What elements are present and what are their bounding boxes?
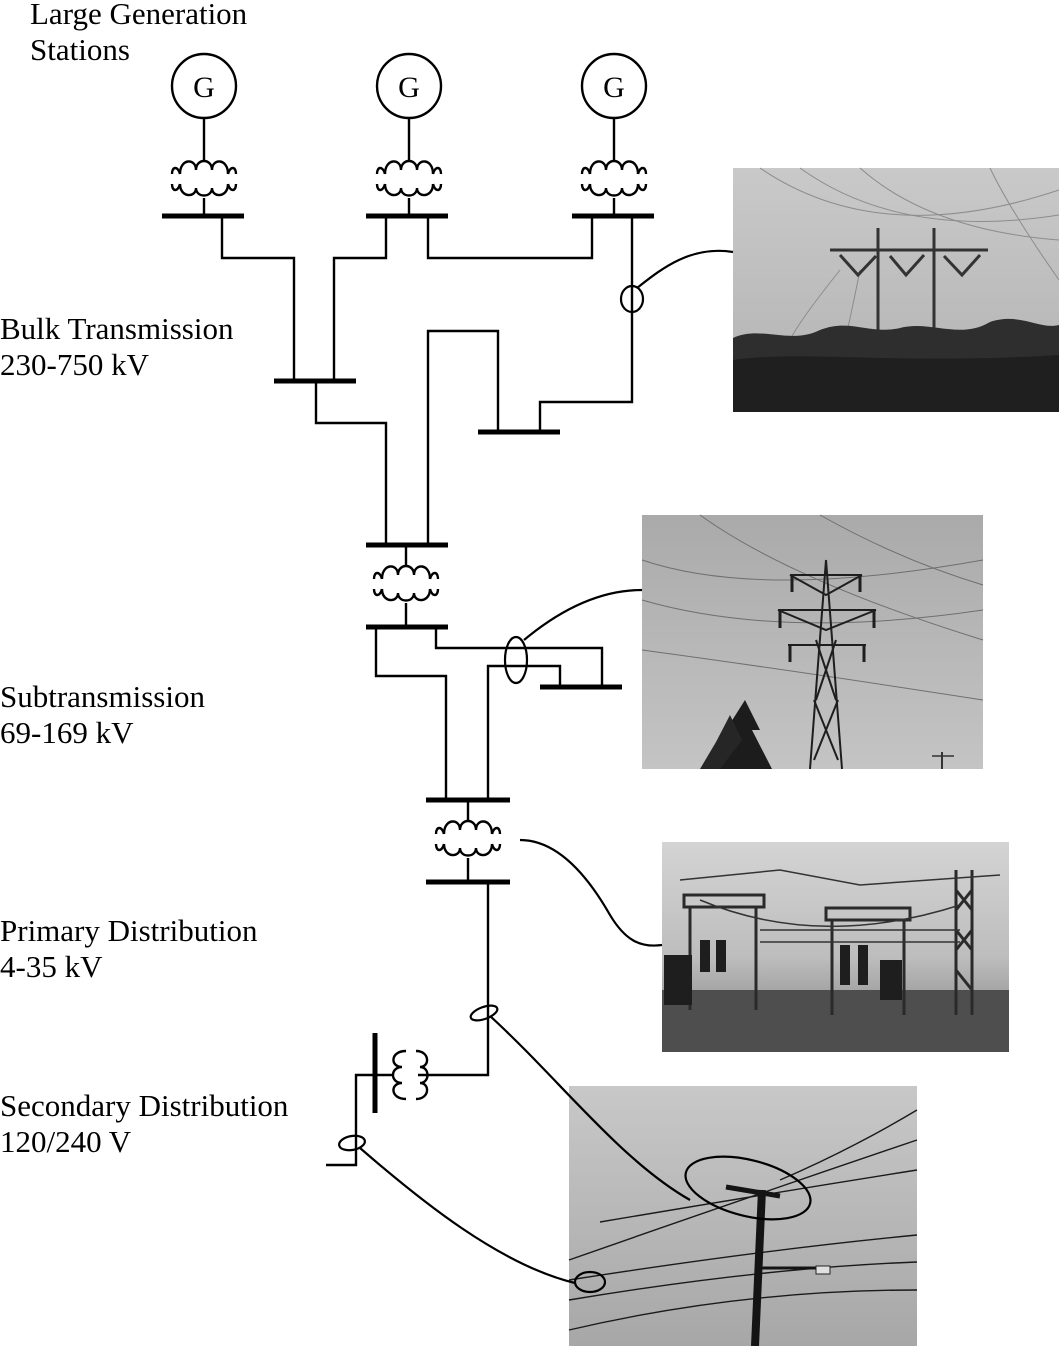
subtransmission-label: Subtransmission [0,679,205,714]
generation-label-line2: Stations [30,32,130,67]
substation-photo [662,842,1009,1052]
buses [162,213,654,1113]
bulk-line-marker [619,284,645,314]
bulk-transmission-voltage: 230-750 kV [0,347,149,382]
primary-distribution-voltage: 4-35 kV [0,949,103,984]
generator-1: G [170,52,238,120]
secondary-distribution-voltage: 120/240 V [0,1124,132,1159]
generator-leads [202,118,616,160]
step-up-transformer-3 [580,159,648,216]
service-drop-marker [573,1270,607,1294]
generator-3: G [580,52,648,120]
secondary-service-marker [338,1134,366,1152]
generation-label-line1: Large Generation [30,0,248,31]
primary-feeder-marker [469,1004,499,1022]
pole-highlight-marker [684,1155,812,1221]
generator-2: G [375,52,443,120]
secondary-distribution-label: Secondary Distribution [0,1088,289,1123]
subtransmission-voltage: 69-169 kV [0,715,134,750]
step-up-transformer-2 [375,159,443,216]
generator-symbol: G [603,71,625,104]
network-lines [220,216,634,1167]
bulk-transmission-label: Bulk Transmission [0,311,234,346]
subtransmission-tower-photo [641,514,984,770]
generator-symbol: G [193,71,215,104]
subtransmission-line-marker [503,635,529,685]
distribution-substation-transformer [434,819,502,857]
primary-distribution-label: Primary Distribution [0,913,258,948]
generator-symbol: G [398,71,420,104]
substation-transformer [372,564,440,602]
callout-leaders [338,249,812,1294]
step-up-transformer-1 [170,159,238,216]
bulk-transmission-tower-photo [733,167,1059,412]
